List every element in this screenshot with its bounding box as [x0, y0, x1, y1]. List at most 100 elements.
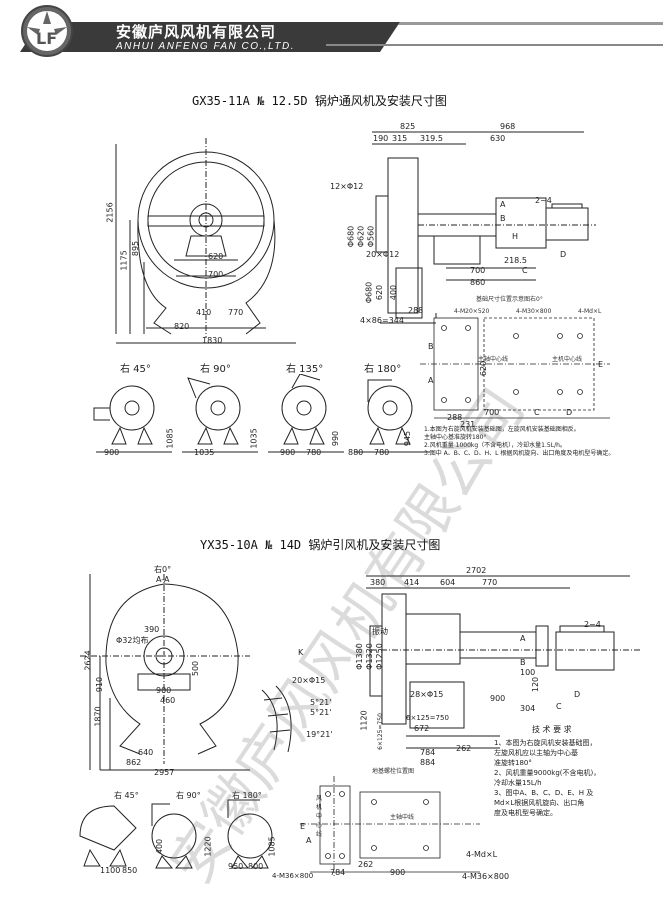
- s1-note-2: 主轴中心基准旋转180°: [424, 434, 487, 441]
- s2-k-holes: 20×Φ15: [292, 676, 326, 685]
- s1-found-a: A: [428, 376, 434, 385]
- s2-side-6x125: 6×125=750: [406, 714, 449, 722]
- s1-side-4x86: 4×86=344: [360, 316, 404, 325]
- s2-side-900: 900: [490, 694, 506, 703]
- s2-front-w390: 390: [144, 625, 160, 634]
- s2-side-784: 784: [420, 748, 436, 757]
- s1-side-20holes: 20×Φ12: [366, 250, 400, 259]
- s1-front-h1: 2156: [105, 202, 115, 223]
- s2-side-120: 120: [531, 676, 541, 693]
- page-header: LF 安徽庐风风机有限公司 ANHUI ANFENG FAN CO.,LTD.: [0, 0, 663, 64]
- s1-found-bolt3: 4-Md×L: [578, 308, 602, 315]
- s1-side-2-4: 2~4: [535, 196, 552, 205]
- header-rule: [326, 44, 663, 46]
- s2-side-100: 100: [520, 668, 536, 677]
- s1-front-w410: 410: [196, 308, 212, 317]
- s2-variant-3-d1: 950: [228, 862, 244, 871]
- s1-front-h3: 895: [131, 240, 141, 257]
- s2-found-a: A: [306, 836, 312, 845]
- s2-front-h910: 910: [95, 676, 105, 693]
- s2-found-262: 262: [358, 860, 374, 869]
- s1-variant-1-name: 右 45°: [120, 364, 151, 375]
- s1-variant-3-d3: 990: [331, 430, 341, 447]
- s2-front-w2957: 2957: [154, 768, 175, 777]
- s1-variant-1-d2: 1085: [165, 428, 175, 449]
- s2-found-axis-h: 主轴中线: [390, 814, 415, 821]
- s1-side-v400: 400: [389, 284, 399, 301]
- s2-variant-drawings: [79, 799, 273, 869]
- header-band: [20, 22, 663, 52]
- s1-variant-drawings: [93, 374, 430, 453]
- s2-front-hole: Φ32均布: [116, 636, 149, 645]
- s2-k-a3: 19°21': [306, 730, 333, 739]
- s2-front-view-drawing: [80, 574, 250, 771]
- s2-variant-3-name: 右 180°: [232, 791, 262, 800]
- s2-side-672: 672: [414, 724, 430, 733]
- s2-variant-1-d1: 1100: [100, 866, 121, 875]
- s1-front-view-drawing: [115, 138, 296, 344]
- s2-found-900: 900: [390, 868, 406, 877]
- s1-note-3: 2.风机重量 1000kg（不含电机），冷却水量1.5L/h。: [424, 442, 566, 449]
- company-name-en: ANHUI ANFENG FAN CO.,LTD.: [116, 41, 295, 52]
- s1-variant-2-d1: 1035: [194, 448, 215, 457]
- s1-found-231: 231: [460, 420, 476, 429]
- s1-found-c: C: [534, 408, 540, 417]
- s2-side-28holes: 28×Φ15: [410, 690, 444, 699]
- s1-found-bolt1: 4-M20×520: [454, 308, 490, 315]
- s2-side-d: D: [574, 690, 581, 699]
- s1-side-d560: Φ560: [366, 225, 376, 248]
- s2-found-784: 784: [330, 868, 346, 877]
- s1-found-axis2: 主机中心线: [552, 356, 583, 363]
- s1-side-d620: Φ620: [356, 225, 366, 248]
- s2-side-1120: 1120: [359, 710, 369, 731]
- s2-req-title: 技 术 要 求: [532, 725, 572, 734]
- s2-found-md: 4-Md×L: [466, 850, 498, 859]
- s1-note-1: 1.本图为右旋风机安装基础图，左旋风机安装基础图相反。: [424, 426, 580, 433]
- s2-req-5: 冷却水量15L/h: [494, 779, 542, 787]
- s2-side-414: 414: [404, 578, 420, 587]
- s2-foundation-drawing: [300, 776, 480, 876]
- s2-side-884: 884: [420, 758, 436, 767]
- s1-side-b: B: [500, 214, 506, 223]
- s2-side-2-4: 2~4: [584, 620, 601, 629]
- s1-side-860: 860: [470, 278, 486, 287]
- s2-section-k-drawing: [261, 685, 292, 753]
- s1-variant-4-d1: 880: [348, 448, 364, 457]
- s1-notes: 1.本图为右旋风机安装基础图，左旋风机安装基础图相反。 主轴中心基准旋转180°…: [424, 426, 656, 458]
- s2-variant-2-d2: 1220: [203, 836, 213, 857]
- s2-req-6: 3、图中A、B、C、D、E、H 及: [494, 789, 594, 797]
- s2-req-7: Md×L根据风机旋向、出口角: [494, 799, 585, 807]
- s2-req-8: 度及电机型号确定。: [494, 809, 557, 817]
- s1-front-w770: 770: [228, 308, 244, 317]
- s2-k-a1: 5°21': [310, 698, 332, 707]
- s2-variant-1-d2: 850: [122, 866, 138, 875]
- s2-variant-2-name: 右 90°: [176, 791, 201, 800]
- s2-variant-3-d2: 800: [248, 862, 264, 871]
- s2-bottom-bolts: 4-M36×800: [272, 872, 314, 880]
- s2-front-w640: 640: [138, 748, 154, 757]
- s1-variant-4-d2: 780: [374, 448, 390, 457]
- s1-variant-3-d2: 780: [306, 448, 322, 457]
- s2-side-770: 770: [482, 578, 498, 587]
- s2-side-a: A: [520, 634, 526, 643]
- s2-front-h1870: 1870: [93, 706, 103, 727]
- s2-side-604: 604: [440, 578, 456, 587]
- s2-side-view-drawing: [366, 575, 640, 749]
- s1-found-axis1: 主轴中心线: [478, 356, 509, 363]
- s1-found-e: E: [598, 360, 604, 369]
- s1-found-b: B: [428, 342, 434, 351]
- s1-side-218-5: 218.5: [504, 256, 527, 265]
- s1-side-700: 700: [470, 266, 486, 275]
- s1-front-w1830: 1830: [202, 336, 223, 345]
- s1-variant-4-name: 右 180°: [364, 364, 402, 375]
- s2-side-note: 振动: [372, 627, 388, 636]
- s2-req-2: 左旋风机应以主轴为中心基: [494, 749, 578, 757]
- section2-title: YX35-10A № 14D 锅炉引风机及安装尺寸图: [200, 538, 441, 552]
- s2-front-rot: 右0°: [154, 565, 172, 574]
- s2-front-h2624: 2624: [83, 650, 93, 671]
- s2-side-262: 262: [456, 744, 472, 753]
- s2-found-e: E: [300, 822, 306, 831]
- s1-side-a: A: [500, 200, 506, 209]
- s1-variant-1-d1: 900: [104, 448, 120, 457]
- s1-variant-3-d1: 900: [280, 448, 296, 457]
